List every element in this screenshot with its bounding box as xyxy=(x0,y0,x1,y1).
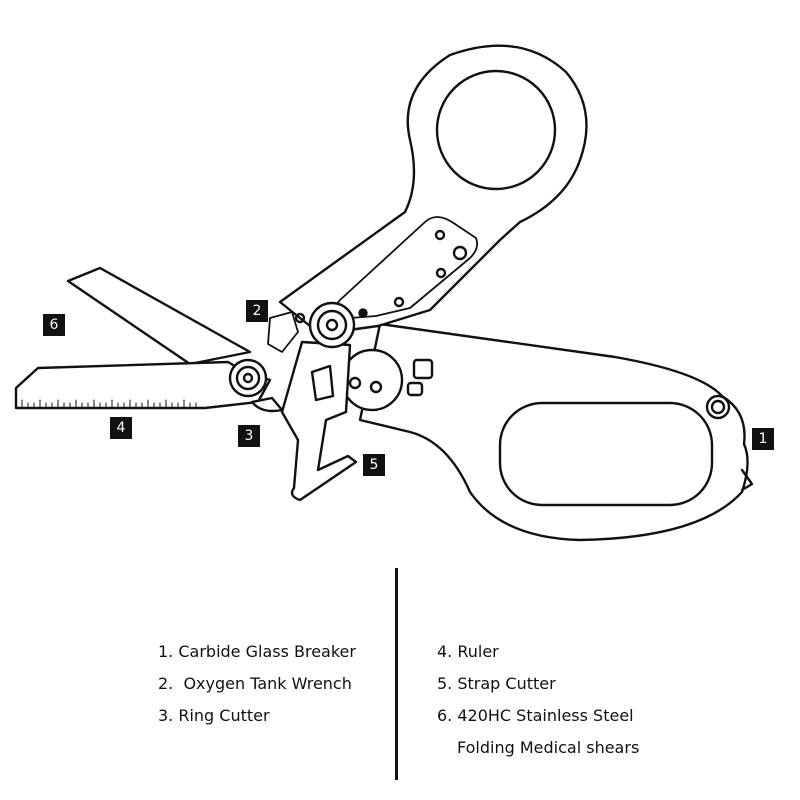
feature-item: 2. Oxygen Tank Wrench xyxy=(158,674,352,693)
callout-2: 2 xyxy=(246,300,268,322)
callout-3: 3 xyxy=(238,425,260,447)
callout-1: 1 xyxy=(752,428,774,450)
upper-blade xyxy=(66,266,252,366)
ruler-ticks xyxy=(21,399,197,409)
pivot-screw-upper xyxy=(308,301,356,349)
feature-list-left: 1. Carbide Glass Breaker 2. Oxygen Tank … xyxy=(158,636,356,732)
pivot-screw-left xyxy=(228,358,268,398)
callout-6: 6 xyxy=(43,314,65,336)
feature-item: 6. 420HC Stainless Steel xyxy=(437,706,634,725)
feature-item: 5. Strap Cutter xyxy=(437,674,556,693)
ruler-blade xyxy=(14,360,272,410)
strap-cutter xyxy=(280,340,358,502)
feature-item: Folding Medical shears xyxy=(457,738,640,757)
upper-handle xyxy=(278,44,588,336)
feature-item: 1. Carbide Glass Breaker xyxy=(158,642,356,661)
glass-breaker-screw xyxy=(705,394,731,420)
lower-handle-loop xyxy=(498,401,714,507)
column-divider xyxy=(395,568,398,780)
callout-5: 5 xyxy=(363,454,385,476)
shears-diagram xyxy=(14,44,754,542)
feature-list-right: 4. Ruler 5. Strap Cutter 6. 420HC Stainl… xyxy=(437,636,639,764)
upper-handle-loop xyxy=(435,69,557,191)
feature-item: 3. Ring Cutter xyxy=(158,706,270,725)
oxygen-tank-wrench xyxy=(267,311,299,353)
feature-item: 4. Ruler xyxy=(437,642,499,661)
callout-4: 4 xyxy=(110,417,132,439)
ring-cutter xyxy=(250,396,284,413)
glass-breaker-tip xyxy=(740,468,754,492)
